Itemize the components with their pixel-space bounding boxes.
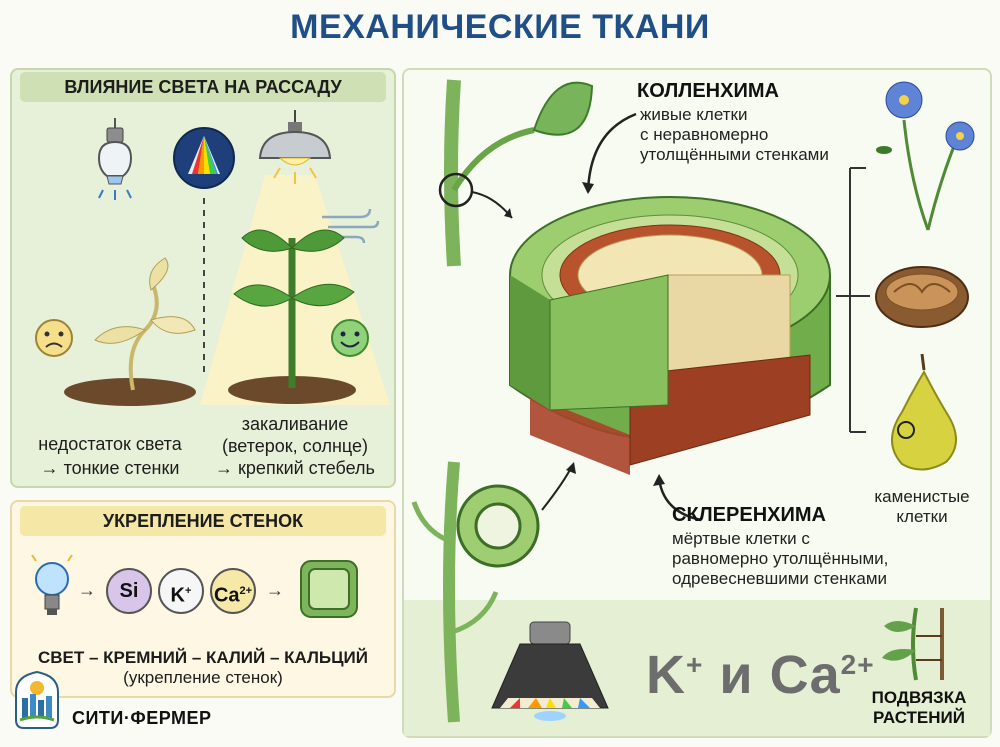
minerals-line2: (укрепление стенок) xyxy=(123,668,283,687)
plant-tie-line2: РАСТЕНИЙ xyxy=(873,708,965,727)
brand-logo-icon xyxy=(15,670,59,729)
sclerenchyma-pointer xyxy=(653,474,702,522)
arrow-2: → xyxy=(266,580,284,600)
divider-dashed xyxy=(203,198,205,378)
strong-caption-line2: (ветерок, солнце) xyxy=(221,436,369,456)
collenchyma-title: КОЛЛЕНХИМА xyxy=(637,80,779,102)
specimen-bracket xyxy=(836,167,870,433)
sclerenchyma-title: СКЛЕРЕНХИМА xyxy=(672,504,826,526)
wind-icon xyxy=(322,208,380,244)
brand-name: СИТИ·ФЕРМЕР xyxy=(72,708,212,728)
walnut-icon xyxy=(875,266,969,328)
stone-cells-line2: клетки xyxy=(896,507,948,526)
collenchyma-line3: утолщёнными стенками xyxy=(640,145,829,164)
strong-caption-line1: закаливание xyxy=(241,414,349,434)
page-title: МЕХАНИЧЕСКИЕ ТКАНИ xyxy=(290,8,710,46)
strong-caption-line3: → крепкий стебель xyxy=(215,458,375,478)
happy-face-icon xyxy=(331,319,369,357)
strong-seedling xyxy=(228,229,356,404)
weak-caption-line2: → тонкие стенки xyxy=(40,458,180,478)
arrow-1: → xyxy=(78,580,96,600)
sad-face-icon xyxy=(35,319,73,357)
plant-tie-line1: ПОДВЯЗКА xyxy=(871,688,967,707)
pear-icon xyxy=(891,353,957,471)
collenchyma-line1: живые клетки xyxy=(640,105,748,124)
weak-caption-line1: недостаток света xyxy=(38,434,182,454)
tissue-cross-section xyxy=(509,196,831,475)
vascular-bundle xyxy=(411,461,576,723)
weak-seedling xyxy=(64,257,196,406)
bulb-icon xyxy=(31,554,73,615)
flax-flower-icon xyxy=(876,81,975,231)
plant-tie-icon xyxy=(882,607,944,681)
sclerenchyma-line3: одревесневшими стенками xyxy=(672,569,888,588)
calcium-badge: Ca2+ xyxy=(210,568,256,614)
ions-display: K+ и Ca2+ xyxy=(646,645,875,705)
silicon-badge: Si xyxy=(106,568,152,614)
potassium-badge: K+ xyxy=(158,568,204,614)
stone-cells-line1: каменистые xyxy=(874,487,970,506)
collenchyma-line2: с неравномерно xyxy=(640,125,769,144)
light-bulb-icon xyxy=(97,118,133,200)
stem-with-leaf xyxy=(438,79,594,267)
plant-cell-icon xyxy=(300,560,358,618)
wall-strengthening-header: УКРЕПЛЕНИЕ СТЕНОК xyxy=(20,506,386,536)
collenchyma-pointer xyxy=(582,112,637,194)
sclerenchyma-line1: мёртвые клетки с xyxy=(672,529,810,548)
grow-lamp-icon xyxy=(258,110,332,184)
minerals-line1: СВЕТ – КРЕМНИЙ – КАЛИЙ – КАЛЬЦИЙ xyxy=(38,648,368,667)
light-influence-header: ВЛИЯНИЕ СВЕТА НА РАССАДУ xyxy=(20,72,386,102)
full-spectrum-lamp-icon xyxy=(491,621,609,721)
sclerenchyma-line2: равномерно утолщёнными, xyxy=(672,549,889,568)
spectrum-icon xyxy=(173,127,235,189)
